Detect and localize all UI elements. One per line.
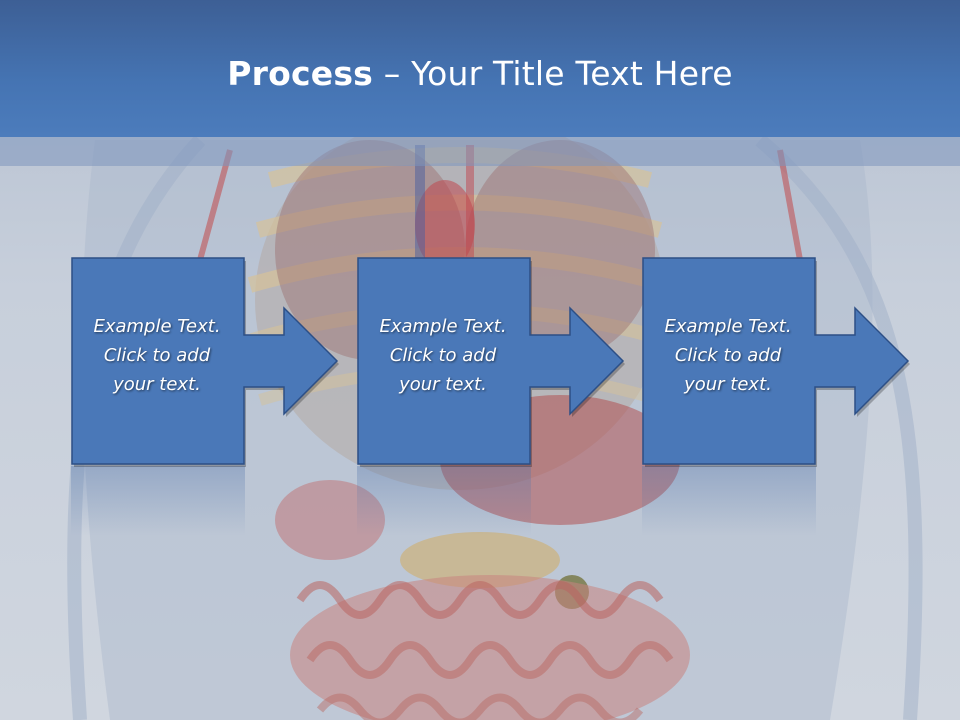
slide-title[interactable]: Process – Your Title Text Here [0,50,960,98]
title-bar [0,0,960,137]
process-step-3[interactable]: Example Text. Click to add your text. [642,257,910,467]
title-bar-band [0,137,960,166]
step-3-arrow-box-shape [642,257,910,467]
process-step-1[interactable]: Example Text. Click to add your text. [71,257,339,467]
step-1-text: Example Text. Click to add your text. [93,316,221,395]
step-1-reflection [71,466,245,536]
step-1-arrow-box-shape [71,257,339,467]
arrow-box [71,257,339,465]
step-3-reflection [642,466,816,536]
arrow-box [357,257,625,465]
step-2-text: Example Text. Click to add your text. [379,316,507,395]
title-bold-part: Process [227,54,374,93]
step-2-arrow-box-shape [357,257,625,467]
arrow-box [642,257,910,465]
title-rest-part: – Your Title Text Here [373,54,733,93]
process-step-2[interactable]: Example Text. Click to add your text. [357,257,625,467]
step-3-text: Example Text. Click to add your text. [664,316,792,395]
step-2-reflection [357,466,531,536]
